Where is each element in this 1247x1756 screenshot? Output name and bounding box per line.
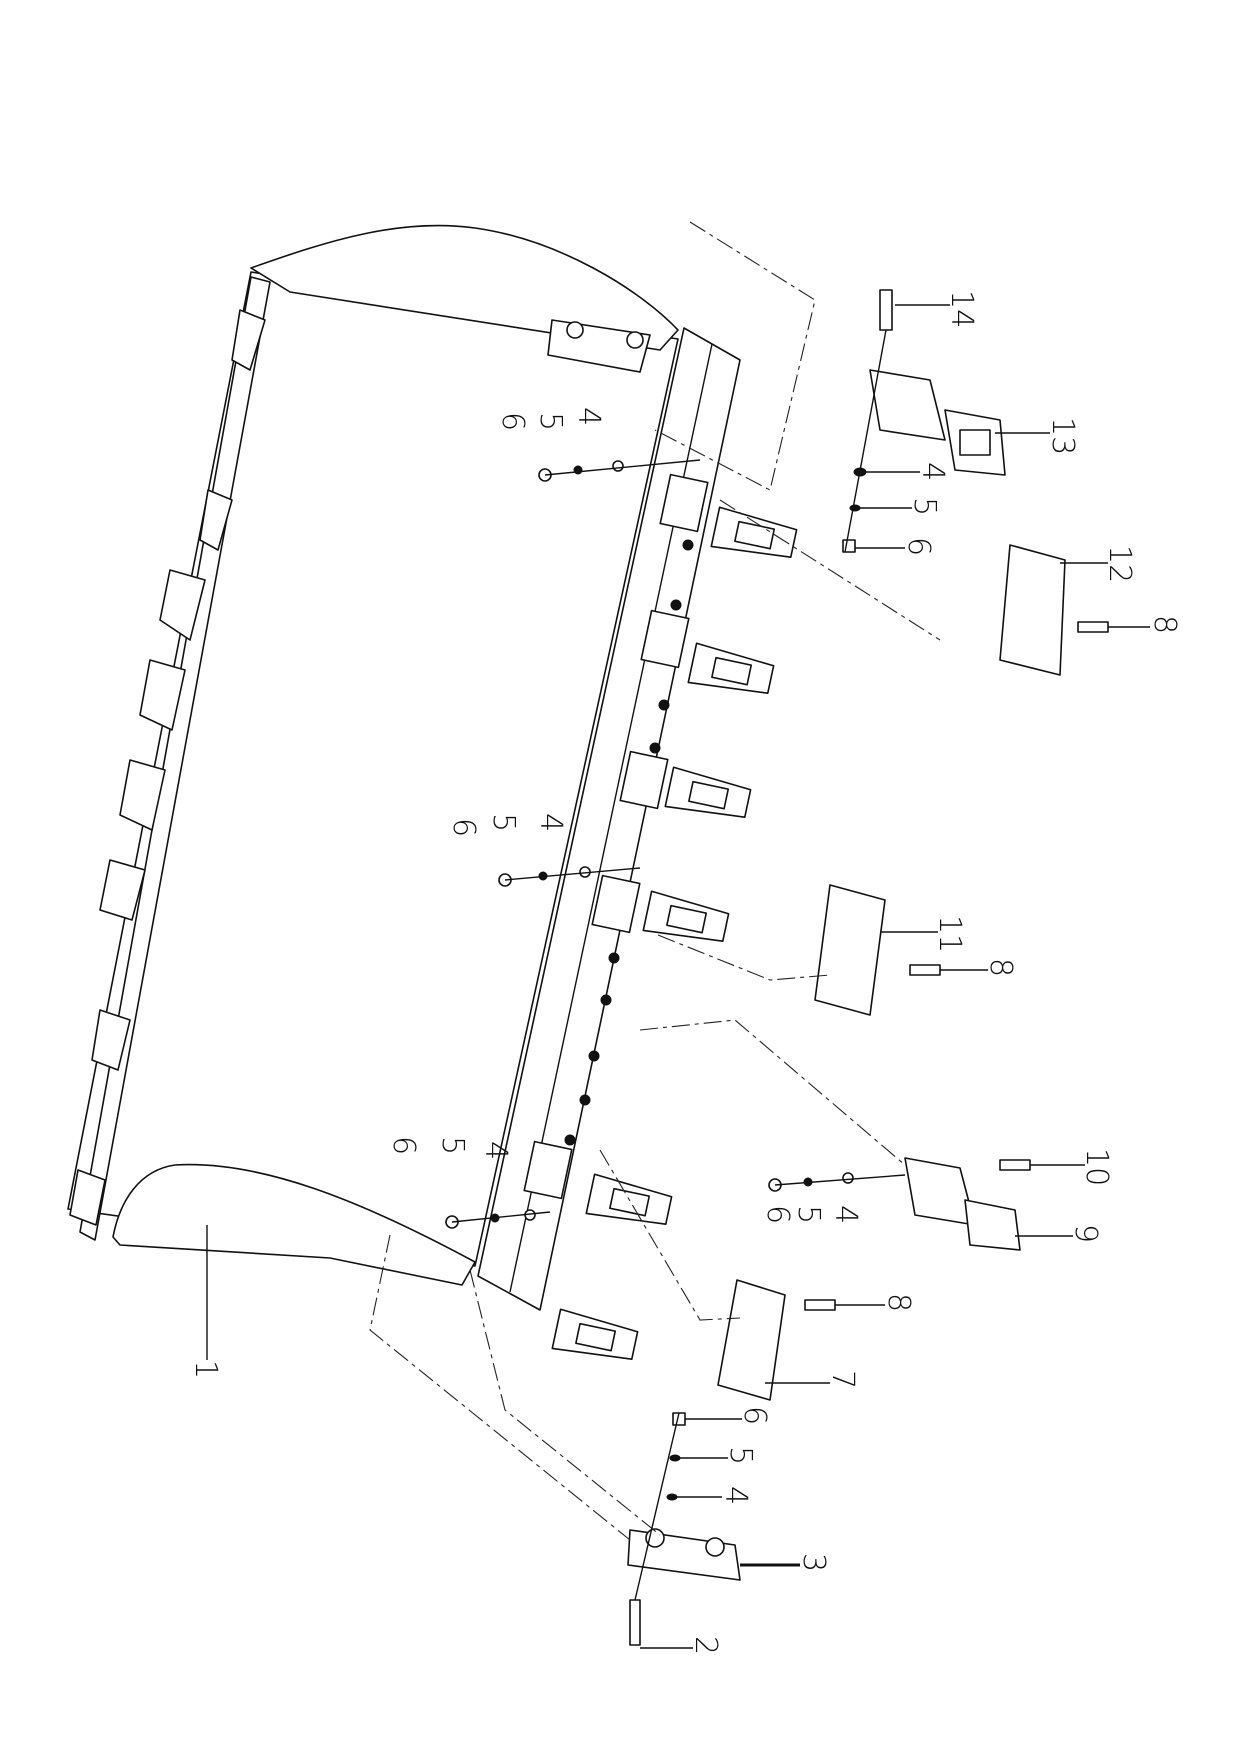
label-4e: 4 bbox=[828, 1205, 863, 1224]
spring-washer-5 bbox=[669, 1454, 681, 1462]
bolt-10 bbox=[999, 1159, 1031, 1171]
spring-washer-5 bbox=[849, 504, 861, 512]
label-5c: 5 bbox=[533, 412, 568, 431]
tooth-9 bbox=[964, 1199, 1021, 1251]
bucket-body bbox=[67, 224, 741, 1311]
label-5: 5 bbox=[723, 1446, 758, 1465]
bolt-8 bbox=[909, 964, 941, 976]
cutting-edge-blade bbox=[477, 327, 741, 1311]
label-10: 10 bbox=[1079, 1148, 1114, 1186]
label-4c: 4 bbox=[571, 407, 606, 426]
exploded-parts bbox=[445, 289, 1109, 1646]
label-11: 11 bbox=[932, 915, 967, 953]
label-4f: 4 bbox=[478, 1141, 513, 1160]
tooth bbox=[664, 766, 752, 818]
label-1: 1 bbox=[188, 1360, 223, 1379]
label-6d: 6 bbox=[446, 818, 481, 837]
tooth bbox=[710, 506, 798, 558]
label-8c: 8 bbox=[1147, 615, 1182, 634]
label-5e: 5 bbox=[791, 1205, 826, 1224]
label-4b: 4 bbox=[915, 462, 950, 481]
label-6f: 6 bbox=[386, 1136, 421, 1155]
tooth bbox=[551, 1308, 639, 1360]
label-6: 6 bbox=[737, 1406, 772, 1425]
washer-4 bbox=[666, 1493, 678, 1501]
hinge-hole bbox=[566, 321, 584, 339]
label-13: 13 bbox=[1045, 417, 1080, 455]
label-5f: 5 bbox=[435, 1136, 470, 1155]
bolt-2 bbox=[629, 1599, 641, 1646]
label-6b: 6 bbox=[901, 537, 936, 556]
label-5b: 5 bbox=[907, 497, 942, 516]
bolt-8 bbox=[1077, 621, 1109, 633]
part-labels: 1 2 3 4 5 6 7 8 9 10 11 8 12 8 13 14 4 5… bbox=[188, 290, 1182, 1655]
fastener-stacks bbox=[445, 460, 854, 1229]
label-4d: 4 bbox=[533, 813, 568, 832]
tooth bbox=[687, 642, 775, 694]
teeth-row bbox=[523, 473, 798, 1360]
bottom-side-plate bbox=[112, 1163, 476, 1286]
label-2: 2 bbox=[688, 1636, 723, 1655]
back-ribs bbox=[69, 309, 266, 1226]
label-5d: 5 bbox=[486, 813, 521, 832]
label-8b: 8 bbox=[983, 958, 1018, 977]
tooth bbox=[642, 890, 730, 942]
label-8: 8 bbox=[881, 1293, 916, 1312]
top-side-plate bbox=[250, 224, 679, 351]
label-4: 4 bbox=[718, 1486, 753, 1505]
label-12: 12 bbox=[1102, 545, 1137, 583]
hinge-hole bbox=[626, 331, 644, 349]
bolt-8 bbox=[804, 1299, 836, 1311]
tooth bbox=[585, 1173, 673, 1225]
leader-lines bbox=[206, 304, 1150, 1649]
tooth-window bbox=[959, 429, 991, 456]
label-6c: 6 bbox=[495, 412, 530, 431]
bolt-14 bbox=[879, 289, 893, 331]
wear-plate-7 bbox=[717, 1279, 786, 1401]
center-lines bbox=[369, 221, 941, 1601]
wear-plate-12 bbox=[999, 544, 1066, 676]
adapters bbox=[523, 473, 709, 1200]
edge-bolts bbox=[564, 539, 694, 1146]
adapter-13 bbox=[869, 369, 946, 441]
adapter-9 bbox=[904, 1157, 976, 1226]
wear-plate-11 bbox=[814, 884, 886, 1016]
label-9: 9 bbox=[1068, 1224, 1103, 1243]
label-7: 7 bbox=[825, 1370, 860, 1389]
label-3: 3 bbox=[796, 1553, 831, 1572]
side-cover-3 bbox=[627, 1529, 741, 1581]
cover-hole bbox=[705, 1537, 725, 1557]
label-14: 14 bbox=[944, 290, 979, 328]
label-6e: 6 bbox=[760, 1205, 795, 1224]
